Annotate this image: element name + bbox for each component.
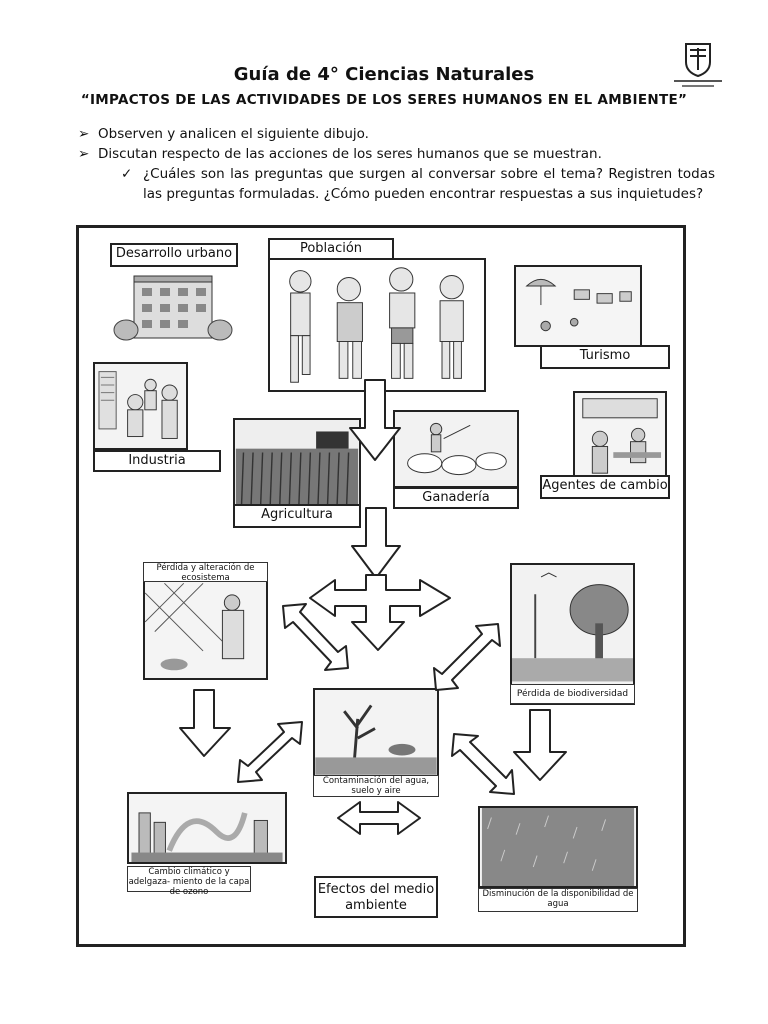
label-industria: Industria — [93, 450, 221, 472]
tourism-image — [514, 265, 642, 347]
livestock-image — [393, 410, 519, 488]
bullet-arrow-icon: ➢ — [78, 126, 90, 142]
page-subtitle: “IMPACTOS DE LAS ACTIVIDADES DE LOS SERE… — [80, 92, 688, 108]
instruction-discuss: ➢ Discutan respecto de las acciones de l… — [78, 146, 602, 162]
label-turismo: Turismo — [540, 345, 670, 369]
label-efectos-medio-ambiente: Efectos del medio ambiente — [314, 876, 438, 918]
caption-contaminacion: Contaminación del agua, suelo y aire — [313, 775, 439, 797]
label-ganaderia: Ganadería — [393, 487, 519, 509]
population-image — [268, 258, 486, 392]
biodiversity-loss-image — [510, 563, 635, 705]
caption-perdida-ecosistema: Pérdida y alteración de ecosistema — [143, 562, 268, 583]
label-desarrollo-urbano: Desarrollo urbano — [110, 243, 238, 267]
water-scarcity-image — [478, 806, 638, 888]
page-title: Guía de 4° Ciencias Naturales — [233, 64, 535, 85]
climate-change-image — [127, 792, 287, 864]
school-logo — [668, 40, 728, 90]
label-agentes-de-cambio: Agentes de cambio — [540, 475, 670, 499]
industry-image — [93, 362, 188, 450]
checkmark-icon: ✓ — [121, 166, 133, 182]
caption-perdida-biodiversidad: Pérdida de biodiversidad — [510, 684, 635, 704]
bullet-arrow-icon: ➢ — [78, 146, 90, 162]
label-agricultura: Agricultura — [233, 504, 361, 528]
agents-of-change-image — [573, 391, 667, 479]
building-image — [112, 268, 234, 342]
agriculture-image — [233, 418, 361, 508]
instruction-questions: ✓ ¿Cuáles son las preguntas que surgen a… — [121, 166, 715, 202]
caption-cambio-climatico: Cambio climático y adelgaza- miento de l… — [127, 866, 251, 897]
diagram-frame — [76, 225, 686, 947]
instruction-observe: ➢ Observen y analicen el siguiente dibuj… — [78, 126, 369, 142]
caption-disminucion-agua: Disminución de la disponibilidad de agua — [478, 888, 638, 912]
